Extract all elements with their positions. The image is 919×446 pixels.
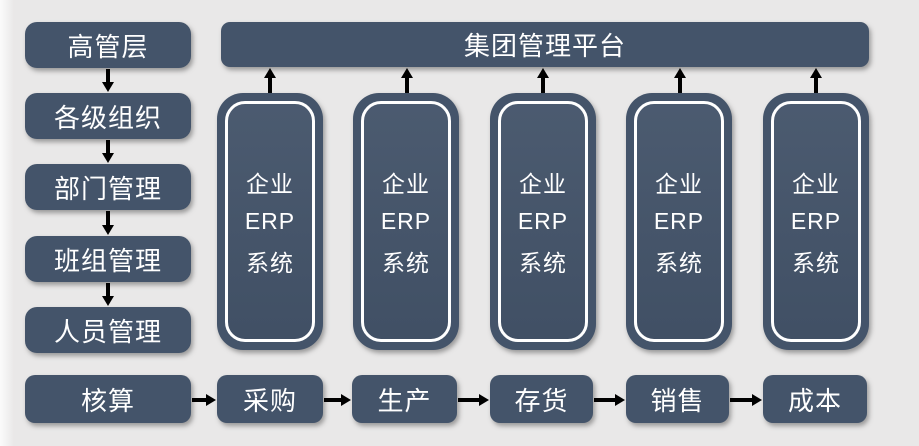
erp-pill-inner: 企业 ERP 系统 <box>361 101 451 342</box>
erp-pill-line: 企业 <box>655 171 703 197</box>
connector-right-arrow <box>458 393 489 406</box>
connector-up-arrow <box>673 68 686 93</box>
connector-down-arrow <box>101 283 114 306</box>
erp-pill-line: 企业 <box>792 171 840 197</box>
org-node-3: 部门管理 <box>25 164 191 210</box>
connector-down-arrow <box>101 69 114 92</box>
erp-pill-2: 企业 ERP 系统 <box>353 93 459 350</box>
connector-right-arrow <box>594 393 625 406</box>
erp-pill-line: 系统 <box>246 250 294 276</box>
erp-pill-line: 企业 <box>382 171 430 197</box>
erp-pill-inner: 企业 ERP 系统 <box>225 101 315 342</box>
erp-pill-line: 系统 <box>382 250 430 276</box>
erp-pill-line: 系统 <box>655 250 703 276</box>
connector-up-arrow <box>263 68 276 93</box>
org-node-2: 各级组织 <box>25 93 191 139</box>
erp-pill-line: 系统 <box>792 250 840 276</box>
connector-right-arrow <box>192 393 216 406</box>
process-node-3: 生产 <box>352 375 457 423</box>
org-node-4: 班组管理 <box>25 236 191 282</box>
connector-up-arrow <box>400 68 413 93</box>
erp-pill-inner: 企业 ERP 系统 <box>771 101 861 342</box>
erp-pill-line: ERP <box>244 208 296 234</box>
erp-pill-inner: 企业 ERP 系统 <box>498 101 588 342</box>
org-node-1: 高管层 <box>25 22 191 68</box>
connector-up-arrow <box>809 68 822 93</box>
org-node-5: 人员管理 <box>25 307 191 353</box>
erp-pill-line: ERP <box>380 208 432 234</box>
process-node-1: 核算 <box>25 375 191 423</box>
connector-down-arrow <box>101 211 114 235</box>
erp-pill-3: 企业 ERP 系统 <box>490 93 596 350</box>
connector-right-arrow <box>730 393 762 406</box>
connector-right-arrow <box>324 393 351 406</box>
process-node-4: 存货 <box>490 375 593 423</box>
erp-pill-line: 企业 <box>519 171 567 197</box>
connector-down-arrow <box>101 140 114 163</box>
erp-pill-inner: 企业 ERP 系统 <box>634 101 724 342</box>
erp-pill-line: 企业 <box>246 171 294 197</box>
erp-pill-line: 系统 <box>519 250 567 276</box>
process-node-5: 销售 <box>626 375 729 423</box>
erp-pill-5: 企业 ERP 系统 <box>763 93 869 350</box>
erp-pill-line: ERP <box>790 208 842 234</box>
erp-pill-line: ERP <box>517 208 569 234</box>
connector-up-arrow <box>536 68 549 93</box>
erp-pill-1: 企业 ERP 系统 <box>217 93 323 350</box>
erp-pill-4: 企业 ERP 系统 <box>626 93 732 350</box>
process-node-2: 采购 <box>217 375 323 423</box>
erp-pill-line: ERP <box>653 208 705 234</box>
platform-bar: 集团管理平台 <box>221 22 869 67</box>
process-node-6: 成本 <box>763 375 867 423</box>
